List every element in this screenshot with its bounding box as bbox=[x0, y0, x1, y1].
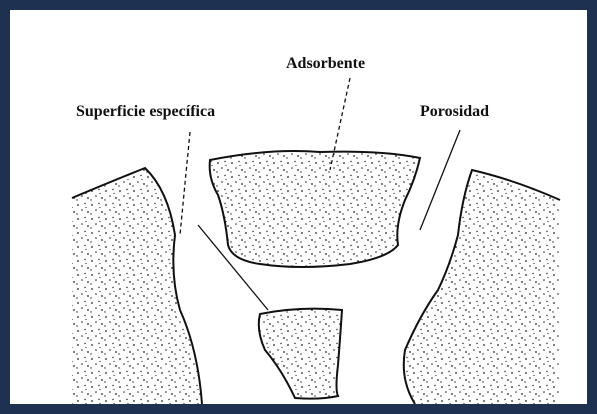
adsorbent-diagram: Adsorbente Superficie específica Porosid… bbox=[20, 20, 597, 414]
leader-superficie bbox=[180, 132, 190, 235]
leader-porosidad bbox=[420, 130, 460, 230]
adsorbent-particle-upper bbox=[210, 151, 420, 267]
right-particle bbox=[404, 170, 560, 404]
adsorbent-particle-lower bbox=[259, 309, 342, 399]
label-adsorbente: Adsorbente bbox=[286, 55, 365, 72]
label-porosidad: Porosidad bbox=[420, 103, 489, 120]
label-superficie-especifica: Superficie específica bbox=[76, 103, 215, 120]
